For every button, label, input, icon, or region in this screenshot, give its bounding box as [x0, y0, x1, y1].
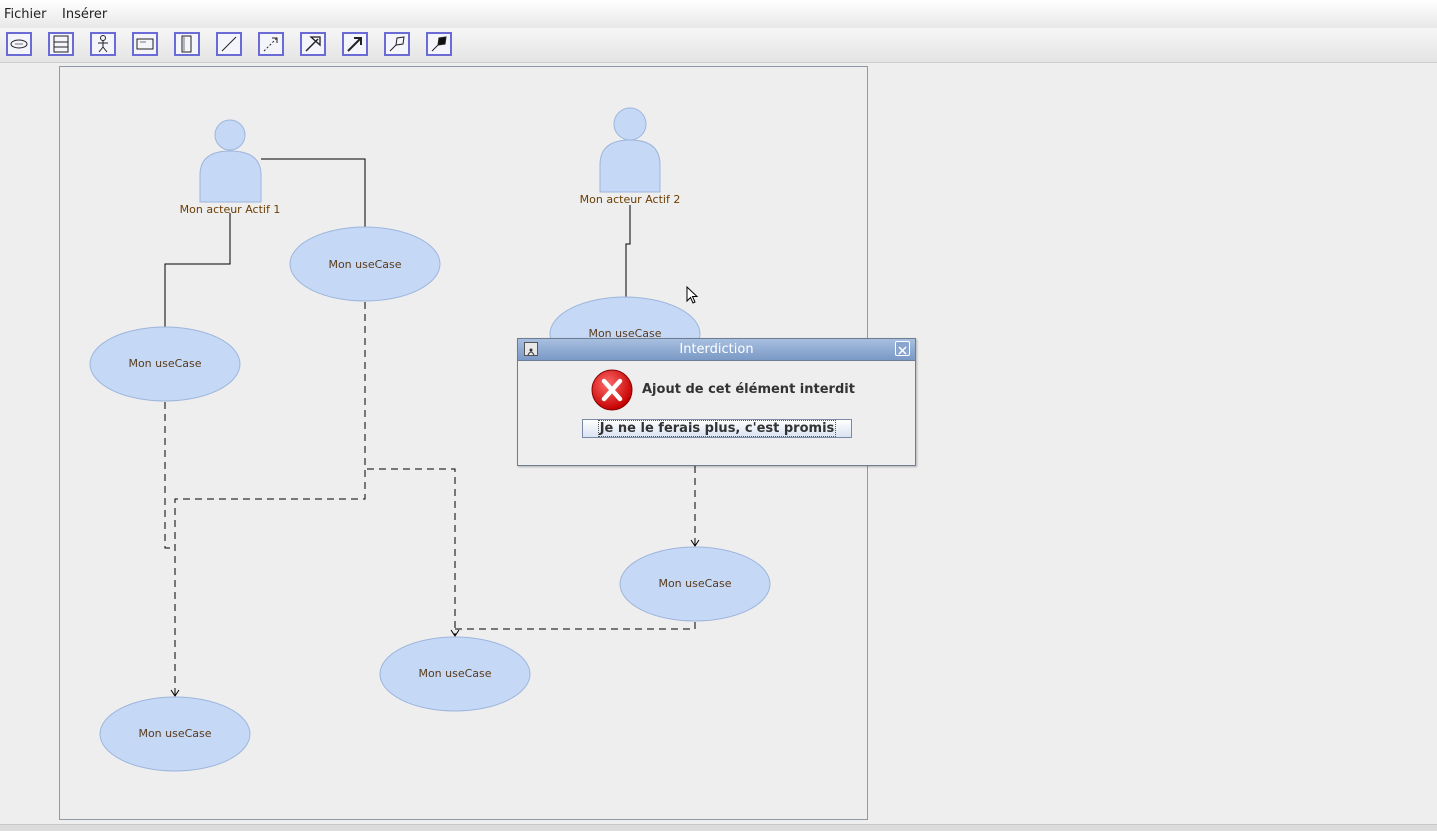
arrowhead — [450, 629, 460, 637]
arrowhead — [170, 689, 180, 697]
actor-body — [599, 139, 661, 193]
package-icon — [136, 38, 154, 50]
dialog-title-bar[interactable]: Interdiction — [518, 339, 915, 361]
usecase-label: Mon useCase — [658, 577, 731, 590]
association-line-icon — [221, 36, 237, 52]
tool-actor-button[interactable] — [90, 32, 116, 56]
composition-icon — [431, 36, 447, 52]
tool-boundary-button[interactable] — [174, 32, 200, 56]
dependency-line[interactable] — [174, 302, 366, 695]
usecase-label: Mon useCase — [588, 327, 661, 340]
navigable-association-icon — [347, 37, 362, 52]
usecase-ellipse-icon — [10, 39, 28, 49]
usecase-6[interactable]: Mon useCase — [99, 696, 251, 772]
association-line[interactable] — [625, 205, 631, 297]
usecase-label: Mon useCase — [328, 258, 401, 271]
inheritance-arrow-icon — [305, 36, 321, 52]
class-box-icon — [53, 35, 69, 53]
dialog-title: Interdiction — [679, 342, 754, 357]
close-icon — [898, 346, 907, 355]
confirm-button[interactable]: Je ne le ferais plus, c'est promis — [582, 419, 852, 438]
java-app-icon — [524, 342, 538, 356]
confirm-button-label: Je ne le ferais plus, c'est promis — [597, 419, 837, 437]
usecase-1[interactable]: Mon useCase — [289, 226, 441, 302]
dependency-arrow-icon — [263, 37, 278, 52]
tool-association-button[interactable] — [216, 32, 242, 56]
usecase-label: Mon useCase — [128, 357, 201, 370]
actor-label: Mon acteur Actif 2 — [580, 193, 681, 206]
aggregation-icon — [389, 36, 405, 52]
arrowhead — [690, 539, 700, 547]
mouse-cursor-icon — [686, 286, 699, 304]
interdiction-dialog: Interdiction Ajout de cet élément interd… — [517, 338, 916, 466]
dependency-line[interactable] — [455, 622, 696, 630]
tool-class-button[interactable] — [48, 32, 74, 56]
tool-usecase-button[interactable] — [6, 32, 32, 56]
tool-inheritance-button[interactable] — [300, 32, 326, 56]
usecase-5[interactable]: Mon useCase — [379, 636, 531, 712]
association-line[interactable] — [164, 213, 231, 327]
actor-body — [199, 150, 262, 203]
dependency-line[interactable] — [164, 402, 170, 549]
usecase-4[interactable]: Mon useCase — [619, 546, 771, 622]
status-bar — [0, 824, 1437, 831]
menu-inserer[interactable]: Insérer — [62, 7, 108, 22]
tool-navigable-button[interactable] — [342, 32, 368, 56]
usecase-label: Mon useCase — [418, 667, 491, 680]
toolbar — [0, 28, 1437, 63]
usecase-label: Mon useCase — [138, 727, 211, 740]
error-icon — [591, 369, 633, 411]
actor-head — [214, 119, 246, 151]
tool-package-button[interactable] — [132, 32, 158, 56]
tool-aggregation-button[interactable] — [384, 32, 410, 56]
system-boundary-icon — [181, 35, 192, 53]
actor-label: Mon acteur Actif 1 — [180, 203, 281, 216]
dependency-line[interactable] — [367, 468, 456, 635]
actor-icon — [98, 35, 108, 53]
actor-2[interactable]: Mon acteur Actif 2 — [580, 107, 681, 206]
tool-dependency-button[interactable] — [258, 32, 284, 56]
tool-composition-button[interactable] — [426, 32, 452, 56]
actor-1[interactable]: Mon acteur Actif 1 — [180, 119, 281, 216]
association-line[interactable] — [261, 158, 366, 227]
dialog-message: Ajout de cet élément interdit — [642, 382, 855, 397]
actor-head — [613, 107, 647, 141]
menu-fichier[interactable]: Fichier — [4, 7, 47, 22]
usecase-2[interactable]: Mon useCase — [89, 326, 241, 402]
close-button[interactable] — [895, 341, 910, 356]
